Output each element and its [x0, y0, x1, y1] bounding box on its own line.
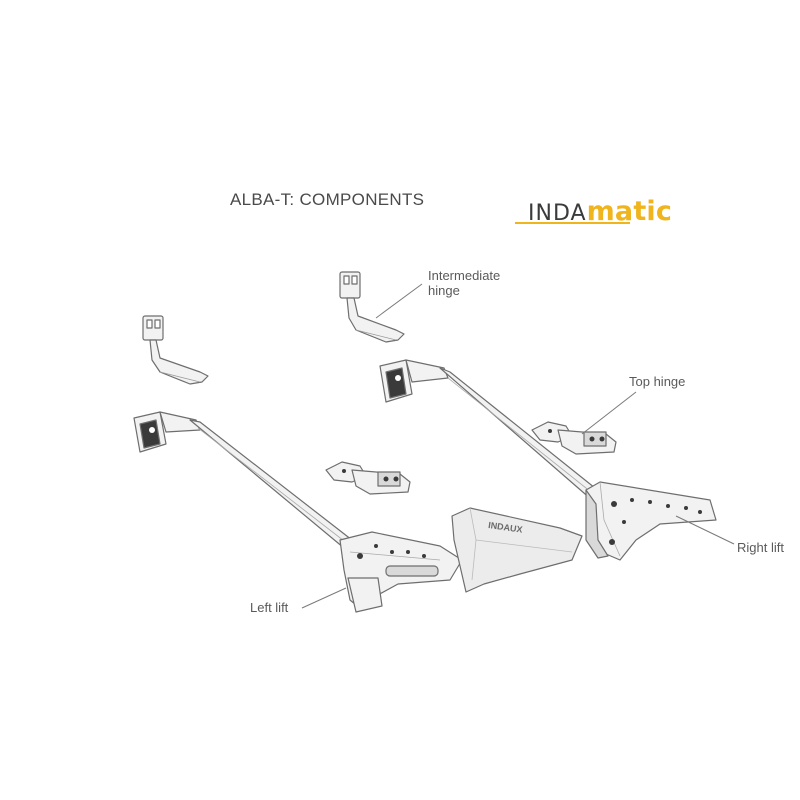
leader-intermediate-hinge [375, 283, 423, 319]
label-top-hinge: Top hinge [629, 374, 686, 389]
leader-lines [301, 283, 735, 609]
label-right-lift: Right lift [737, 540, 784, 555]
leader-left-lift [301, 587, 347, 609]
label-left-lift: Left lift [250, 600, 289, 615]
logo-part-2: matic [586, 196, 673, 227]
right-intermediate-hinge [339, 271, 405, 343]
indamatic-logo: INDAmatic [528, 196, 672, 227]
right-top-hinge [531, 421, 617, 455]
leader-right-lift [675, 515, 735, 545]
label-intermediate-hinge: Intermediate hinge [428, 268, 501, 298]
left-lift [133, 411, 583, 613]
leader-top-hinge [581, 391, 637, 435]
left-top-hinge [325, 461, 411, 495]
logo-part-1: INDA [528, 201, 587, 226]
right-lift [379, 359, 717, 561]
left-intermediate-hinge [142, 315, 209, 385]
page-title: ALBA-T: COMPONENTS [230, 190, 425, 209]
